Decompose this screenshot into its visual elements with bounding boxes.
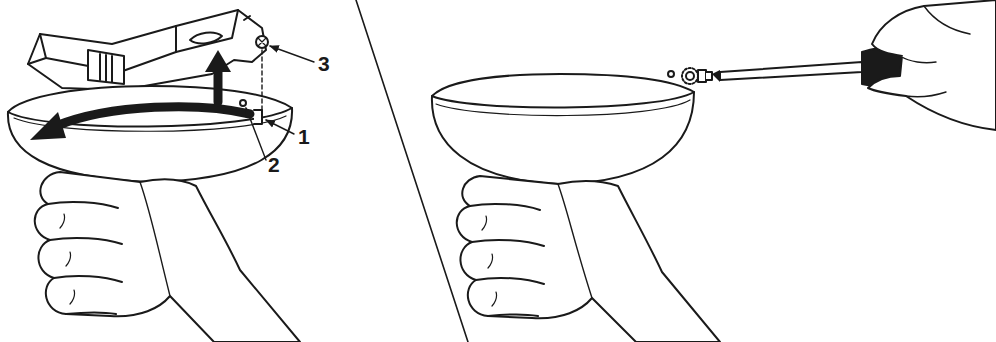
leader-lines-part (270, 46, 314, 62)
mounting-bracket-part (190, 33, 222, 44)
right-hand-part (482, 216, 497, 306)
callout-number: 3 (318, 53, 330, 74)
screwdriver-part (712, 70, 720, 82)
lift-arrow (205, 50, 231, 102)
lock-washer-screw-part (698, 70, 706, 82)
rotation-arrow-part (56, 107, 250, 126)
left-hand (35, 172, 300, 342)
lock-washer-screw-part (706, 72, 712, 80)
right-hand-screwdriver-part (924, 6, 970, 34)
right-hand (457, 176, 720, 342)
callout-number: 2 (268, 154, 280, 175)
bracket-screw-part (258, 38, 266, 46)
lock-washer-screw-part (686, 72, 694, 80)
right-hand-part (457, 176, 720, 342)
left-hand-part (66, 313, 116, 315)
left-hand-part (50, 238, 122, 244)
cover-dome-part (8, 86, 292, 182)
screwdriver-part (720, 62, 862, 80)
right-hand-screwdriver-part (900, 56, 946, 97)
left-hand-part (35, 172, 300, 342)
mounting-bracket-part (244, 16, 250, 20)
cover-dome-part (432, 92, 694, 108)
bracket-screw-part (261, 50, 262, 112)
mounting-bracket-part (40, 10, 238, 72)
cover-dome-part (240, 100, 246, 106)
panel-divider (356, 0, 468, 342)
lock-washer-screw (682, 68, 712, 84)
mounting-bracket-part (100, 54, 112, 82)
mounting-bracket-part (175, 26, 177, 52)
left-hand-part (48, 202, 118, 208)
cover-dome-part (432, 74, 694, 184)
right-hand-part (558, 184, 592, 298)
lift-arrow-part (205, 50, 231, 72)
callout-number: 1 (298, 126, 310, 147)
lock-washer-screw-part (682, 68, 698, 84)
mounting-bracket-part (28, 10, 266, 90)
right-hand-part (472, 240, 544, 246)
leader-lines (246, 46, 314, 160)
mounting-bracket (28, 10, 266, 90)
mounting-bracket-part (88, 50, 124, 84)
right-hand-part (470, 204, 540, 210)
bracket-screw (256, 36, 268, 112)
leader-lines-part (246, 108, 266, 160)
left-hand-part (54, 276, 122, 282)
cover-dome (432, 71, 694, 184)
lift-arrow-part (214, 70, 223, 102)
cover-dome-part (436, 100, 690, 116)
leader-lines-part (266, 120, 294, 134)
left-hand-part (60, 214, 75, 304)
cover-dome-part (254, 110, 262, 124)
cover-dome (8, 86, 292, 182)
bracket-screw-part (256, 36, 268, 48)
cover-dome-part (668, 71, 674, 77)
right-hand-screwdriver (868, 0, 996, 130)
rotation-arrow (30, 107, 250, 140)
mounting-bracket-part (28, 58, 46, 64)
rotation-arrow-part (30, 112, 66, 140)
right-hand-screwdriver-part (868, 0, 996, 130)
right-hand-part (476, 278, 544, 284)
left-hand-part (140, 182, 170, 296)
right-hand-part (488, 315, 538, 317)
